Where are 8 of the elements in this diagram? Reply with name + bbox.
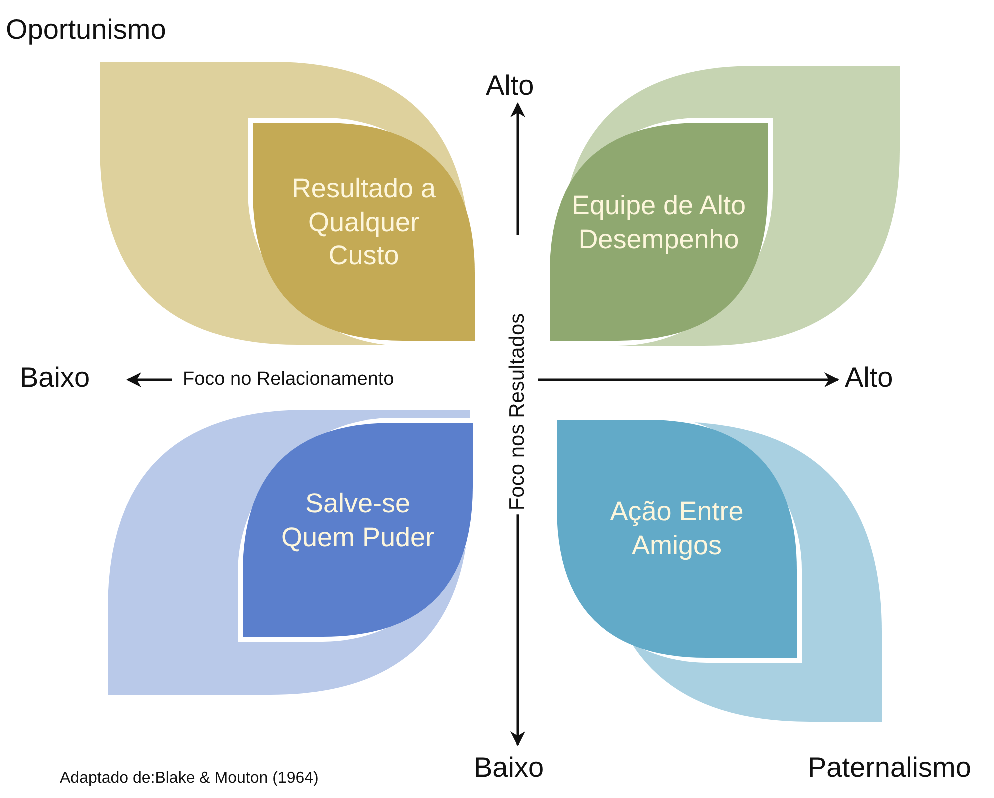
axis-label: Baixo: [474, 752, 544, 784]
axis-label: Baixo: [20, 362, 90, 394]
axis-label: Alto: [486, 70, 534, 102]
axis-label: Foco no Relacionamento: [183, 369, 394, 391]
axis-label: Oportunismo: [6, 14, 166, 46]
source-note: Adaptado de:Blake & Mouton (1964): [60, 770, 319, 788]
axis-label: Alto: [845, 362, 894, 394]
axis-label: Paternalismo: [808, 752, 972, 784]
